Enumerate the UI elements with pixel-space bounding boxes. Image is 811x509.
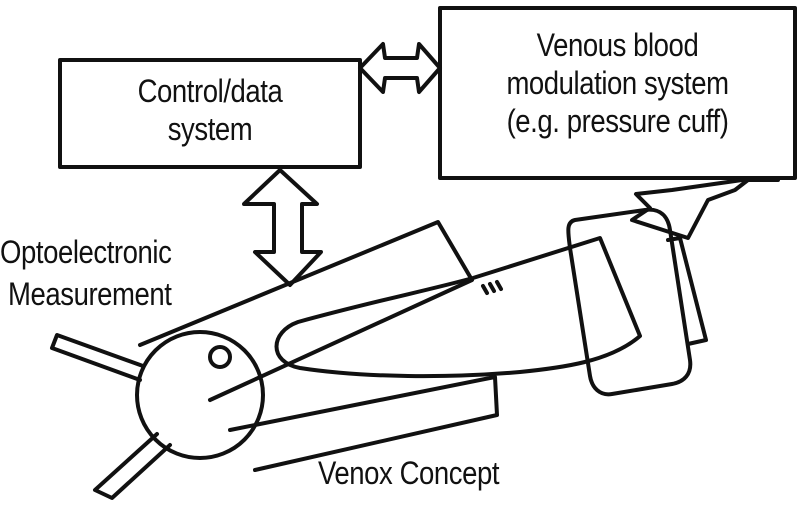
nail-marks bbox=[483, 282, 501, 293]
handle-upper bbox=[52, 335, 143, 380]
clip-upper-jaw bbox=[140, 222, 472, 400]
modulation-system-label: Venous blood modulation system (e.g. pre… bbox=[440, 26, 795, 140]
clip-hinge bbox=[137, 332, 263, 458]
hinge-pin bbox=[210, 347, 230, 367]
bidirectional-arrow bbox=[360, 44, 440, 92]
control-system-line-1: Control/data bbox=[81, 72, 339, 110]
control-system-line-2: system bbox=[81, 110, 339, 148]
control-system-label: Control/data system bbox=[60, 72, 360, 148]
modulation-system-line-3: (e.g. pressure cuff) bbox=[465, 102, 770, 140]
modulation-system-line-1: Venous blood bbox=[465, 26, 770, 64]
measurement-arrow bbox=[244, 170, 321, 285]
venox-caption: Venox Concept bbox=[318, 455, 499, 491]
modulation-system-line-2: modulation system bbox=[465, 64, 770, 102]
measurement-label-line-2: Measurement bbox=[8, 276, 172, 312]
measurement-label-line-1: Optoelectronic bbox=[0, 234, 171, 270]
